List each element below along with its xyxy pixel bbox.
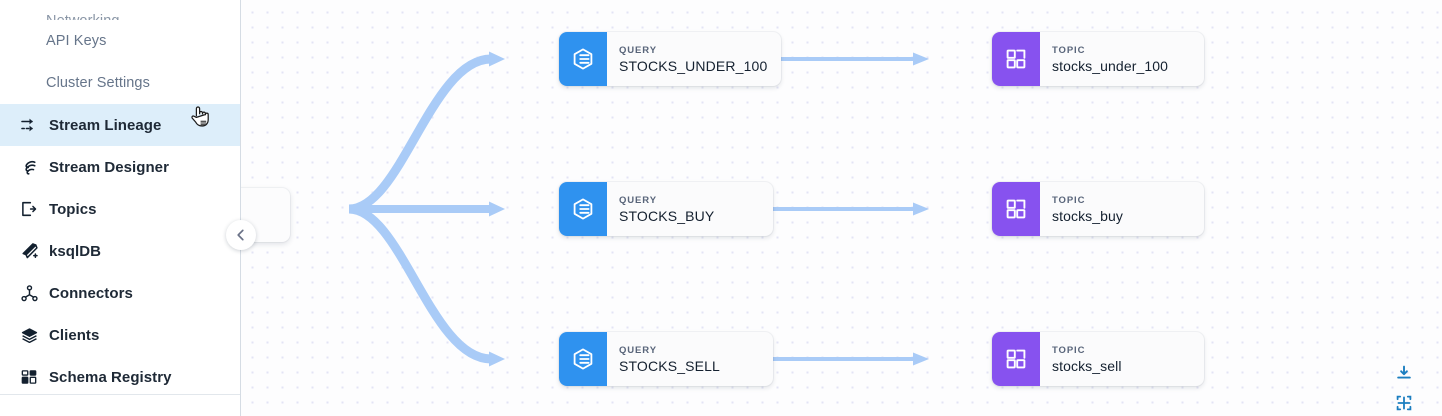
- topic-icon: [992, 32, 1040, 86]
- lineage-node-query-stocks-under-100[interactable]: QUERY STOCKS_UNDER_100: [559, 32, 782, 86]
- chevron-left-icon: [237, 229, 244, 241]
- sidebar-item-label: Schema Registry: [49, 368, 172, 386]
- connectors-icon: [18, 282, 40, 304]
- lineage-canvas[interactable]: QUERY STOCKS_UNDER_100 TOPIC stocks_unde…: [241, 0, 1442, 416]
- sidebar-item-label: Topics: [49, 200, 97, 218]
- sidebar-item-label: Stream Lineage: [49, 116, 162, 134]
- arrowhead-query-2: [489, 351, 505, 367]
- sidebar-item-cluster-settings[interactable]: Cluster Settings: [0, 62, 240, 104]
- arrowhead-topic-2: [913, 352, 929, 366]
- node-meta: TOPIC stocks_under_100: [1040, 32, 1182, 86]
- edge-root-to-stocks-under-100: [348, 54, 492, 214]
- node-meta: QUERY STOCKS_SELL: [607, 332, 734, 386]
- query-icon: [559, 332, 607, 386]
- arrowhead-query-1: [489, 201, 505, 217]
- lineage-node-topic-stocks-buy[interactable]: TOPIC stocks_buy: [992, 182, 1204, 236]
- sidebar-item-label: Networking: [46, 13, 120, 20]
- fit-to-screen-icon[interactable]: [1394, 393, 1414, 413]
- sidebar-item-topics[interactable]: Topics: [0, 188, 240, 230]
- node-kind-label: QUERY: [619, 344, 657, 356]
- sidebar-item-api-keys[interactable]: API Keys: [0, 20, 240, 62]
- lineage-edges: [348, 51, 929, 367]
- node-kind-label: TOPIC: [1052, 194, 1086, 206]
- topic-icon: [992, 332, 1040, 386]
- sidebar-item-schema-registry[interactable]: Schema Registry: [0, 356, 240, 398]
- node-name-label: stocks_sell: [1052, 357, 1122, 374]
- stream-designer-icon: [18, 156, 40, 178]
- node-name-label: STOCKS_UNDER_100: [619, 57, 768, 74]
- node-name-label: stocks_buy: [1052, 207, 1124, 224]
- arrowhead-topic-1: [913, 202, 929, 216]
- query-icon: [559, 32, 607, 86]
- collapse-sidebar-button[interactable]: [226, 220, 256, 250]
- sidebar-item-label: API Keys: [46, 33, 107, 49]
- sidebar-divider: [0, 394, 240, 395]
- clients-icon: [18, 324, 40, 346]
- query-icon: [559, 182, 607, 236]
- edge-root-to-stocks-sell: [348, 204, 492, 364]
- node-kind-label: TOPIC: [1052, 344, 1086, 356]
- lineage-node-query-stocks-sell[interactable]: QUERY STOCKS_SELL: [559, 332, 773, 386]
- sidebar-item-label: ksqlDB: [49, 242, 101, 260]
- sidebar-item-stream-lineage[interactable]: Stream Lineage: [0, 104, 240, 146]
- node-meta: TOPIC stocks_sell: [1040, 332, 1136, 386]
- lineage-node-query-stocks-buy[interactable]: QUERY STOCKS_BUY: [559, 182, 773, 236]
- node-name-label: STOCKS_SELL: [619, 357, 720, 374]
- sidebar-item-ksqldb[interactable]: ksqlDB: [0, 230, 240, 272]
- sidebar-item-label: Connectors: [49, 284, 133, 302]
- node-name-label: STOCKS_BUY: [619, 207, 715, 224]
- sidebar-item-label: Clients: [49, 326, 100, 344]
- sidebar-item-stream-designer[interactable]: Stream Designer: [0, 146, 240, 188]
- topic-icon: [992, 182, 1040, 236]
- sidebar-item-label: Stream Designer: [49, 158, 169, 176]
- node-kind-label: TOPIC: [1052, 44, 1086, 56]
- node-meta: QUERY STOCKS_BUY: [607, 182, 728, 236]
- arrowhead-topic-0: [913, 52, 929, 66]
- stream-lineage-icon: [18, 114, 40, 136]
- sidebar-item-clients[interactable]: Clients: [0, 314, 240, 356]
- node-kind-label: QUERY: [619, 44, 657, 56]
- lineage-node-topic-stocks-under-100[interactable]: TOPIC stocks_under_100: [992, 32, 1204, 86]
- node-meta: TOPIC stocks_buy: [1040, 182, 1137, 236]
- download-icon[interactable]: [1394, 363, 1414, 383]
- ksqldb-icon: [18, 240, 40, 262]
- sidebar: Networking API Keys Cluster Settings Str…: [0, 0, 241, 416]
- topics-icon: [18, 198, 40, 220]
- node-name-label: stocks_under_100: [1052, 57, 1169, 74]
- sidebar-item-connectors[interactable]: Connectors: [0, 272, 240, 314]
- arrowhead-query-0: [489, 51, 505, 67]
- node-meta: QUERY STOCKS_UNDER_100: [607, 32, 781, 86]
- lineage-node-topic-stocks-sell[interactable]: TOPIC stocks_sell: [992, 332, 1204, 386]
- sidebar-item-label: Cluster Settings: [46, 75, 150, 91]
- node-kind-label: QUERY: [619, 194, 657, 206]
- sidebar-item-networking[interactable]: Networking: [0, 0, 240, 20]
- schema-registry-icon: [18, 366, 40, 388]
